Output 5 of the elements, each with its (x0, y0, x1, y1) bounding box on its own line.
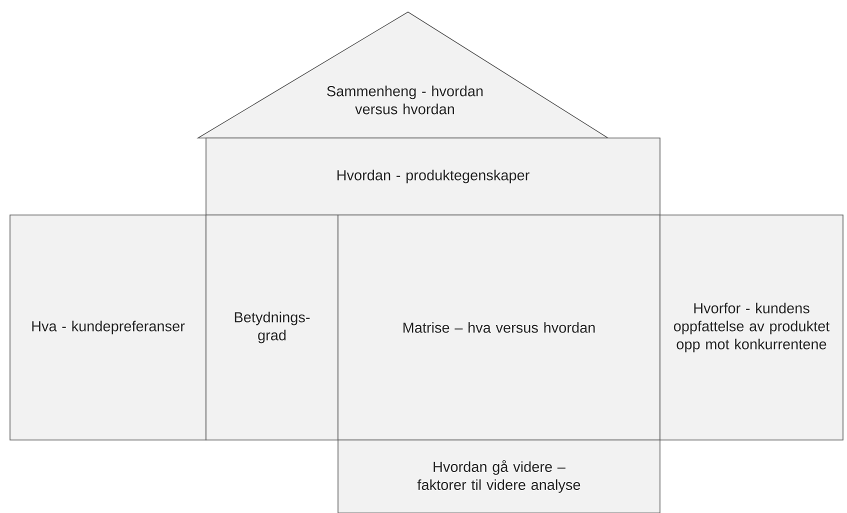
section-box: Hvorfor - kundens oppfattelse av produktet opp mot konkurrentene (660, 214, 844, 440)
section-box: Hvordan gå videre – faktorer til videre analyse (338, 440, 660, 513)
section-box: Hva - kundepreferanser (10, 214, 206, 440)
section-box: Betydnings- grad (206, 214, 338, 440)
section-box: Hvordan - produktegenskaper (206, 138, 660, 216)
